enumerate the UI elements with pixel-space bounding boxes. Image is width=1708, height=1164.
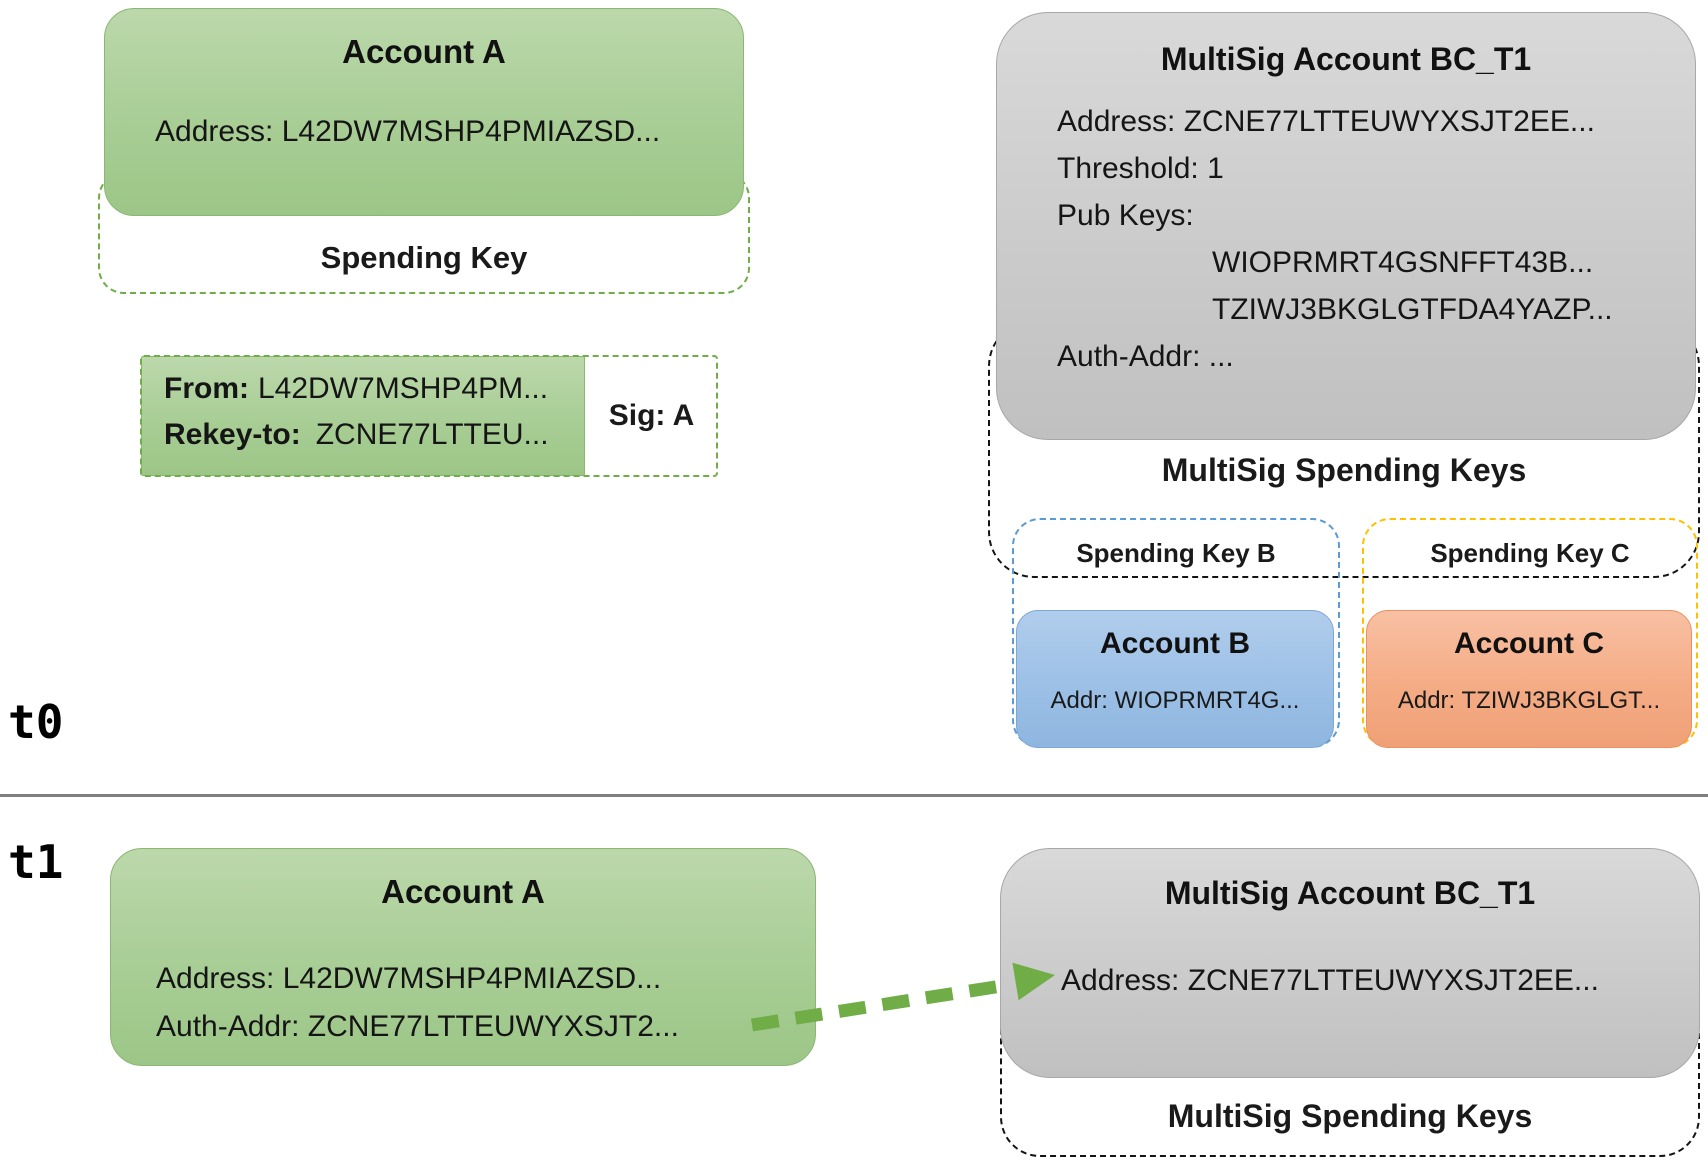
multisig-t0-box: MultiSig Account BC_T1 Address: ZCNE77LT… <box>996 12 1696 440</box>
multisig-t0-threshold: Threshold: 1 <box>1057 152 1224 185</box>
multisig-t1-spending-keys-label: MultiSig Spending Keys <box>1167 1098 1533 1134</box>
timeline-divider <box>0 794 1708 797</box>
account-b-box: Account B Addr: WIOPRMRT4G... <box>1016 610 1334 748</box>
rekey-arrow <box>750 962 1055 1032</box>
spending-key-b-label: Spending Key B <box>1076 538 1276 568</box>
rekey-txn-rekey-label: Rekey-to: <box>164 418 301 451</box>
multisig-t0-address: Address: ZCNE77LTTEUWYXSJT2EE... <box>1057 105 1595 138</box>
rekey-txn-sig-zone: Sig: A <box>585 356 718 476</box>
multisig-t0-details: Address: ZCNE77LTTEUWYXSJT2EE... Thresho… <box>997 98 1695 380</box>
multisig-t0-title: MultiSig Account BC_T1 <box>1160 41 1532 77</box>
spending-key-c-label: Spending Key C <box>1430 538 1630 568</box>
multisig-t0-pubkeys-label: Pub Keys: <box>1057 199 1194 232</box>
rekey-txn-rekey-value: ZCNE77LTTEU... <box>315 418 549 451</box>
multisig-t1-address: Address: ZCNE77LTTEUWYXSJT2EE... <box>1061 964 1599 997</box>
rekey-txn-from-label: From: <box>164 372 249 405</box>
rekey-txn-rekey-line: Rekey-to: ZCNE77LTTEU... <box>164 418 584 452</box>
multisig-t1-title: MultiSig Account BC_T1 <box>1164 875 1536 911</box>
account-a-t0-address: Address: L42DW7MSHP4PMIAZSD... <box>155 115 661 148</box>
multisig-t1-outline: MultiSig Spending Keys <box>1000 985 1700 1157</box>
multisig-t0-auth-addr: Auth-Addr: ... <box>1057 340 1234 373</box>
account-b-addr: Addr: WIOPRMRT4G... <box>1050 687 1300 714</box>
account-b-title: Account B <box>1100 627 1250 660</box>
t1-label: t1 <box>8 835 64 889</box>
multisig-t0-pubkey-1: WIOPRMRT4GSNFFT43B... <box>1212 246 1594 279</box>
account-a-t1-auth-addr: Auth-Addr: ZCNE77LTTEUWYXSJT2... <box>156 1010 679 1043</box>
account-c-title: Account C <box>1454 627 1604 660</box>
rekey-txn-from-line: From: L42DW7MSHP4PM... <box>164 372 584 406</box>
account-a-t0-box: Account A Address: L42DW7MSHP4PMIAZSD... <box>104 8 744 216</box>
account-c-box: Account C Addr: TZIWJ3BKGLGT... <box>1366 610 1692 748</box>
rekey-txn-sig: Sig: A <box>608 399 695 432</box>
account-a-t0-title: Account A <box>342 33 506 70</box>
account-a-t1-box: Account A Address: L42DW7MSHP4PMIAZSD...… <box>110 848 816 1066</box>
t0-label: t0 <box>8 695 64 749</box>
multisig-t1-box: MultiSig Account BC_T1 Address: ZCNE77LT… <box>1000 848 1700 1078</box>
account-c-addr: Addr: TZIWJ3BKGLGT... <box>1397 687 1661 714</box>
multisig-t0-spending-keys-label: MultiSig Spending Keys <box>1161 452 1527 488</box>
rekey-txn-from-value: L42DW7MSHP4PM... <box>258 372 549 405</box>
rekey-arrowhead-icon <box>1012 962 1055 1001</box>
account-a-t1-details: Address: L42DW7MSHP4PMIAZSD... Auth-Addr… <box>111 955 815 1051</box>
account-a-t1-address: Address: L42DW7MSHP4PMIAZSD... <box>156 962 662 995</box>
rekey-txn-box: From: L42DW7MSHP4PM... Rekey-to: ZCNE77LTT… <box>141 356 585 476</box>
spending-key-a-label: Spending Key <box>320 240 528 275</box>
account-a-t1-title: Account A <box>381 873 545 910</box>
multisig-t0-pubkey-2: TZIWJ3BKGLGTFDA4YAZP... <box>1212 293 1613 326</box>
